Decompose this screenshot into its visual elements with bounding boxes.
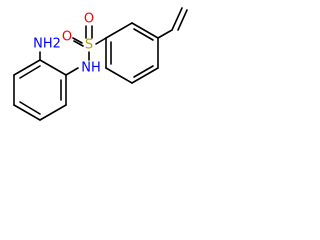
sulfonyl-oxygen-bonds (72, 25, 93, 47)
amine-label: NH2 (33, 37, 61, 52)
bond-ring-to-nh (65, 67, 79, 76)
vinyl-group (157, 7, 188, 39)
sulfonamide-nh-label: NH (81, 61, 101, 76)
bond-s-to-ring (95, 37, 107, 45)
oxygen-upper-label: O (84, 12, 94, 27)
aminophenyl-ring (13, 59, 67, 121)
oxygen-lower-label: O (62, 30, 72, 45)
vinylphenyl-ring (105, 22, 159, 84)
sulfur-label: S (85, 38, 93, 53)
molecule-structure: NH2 NH S O O (13, 7, 188, 121)
